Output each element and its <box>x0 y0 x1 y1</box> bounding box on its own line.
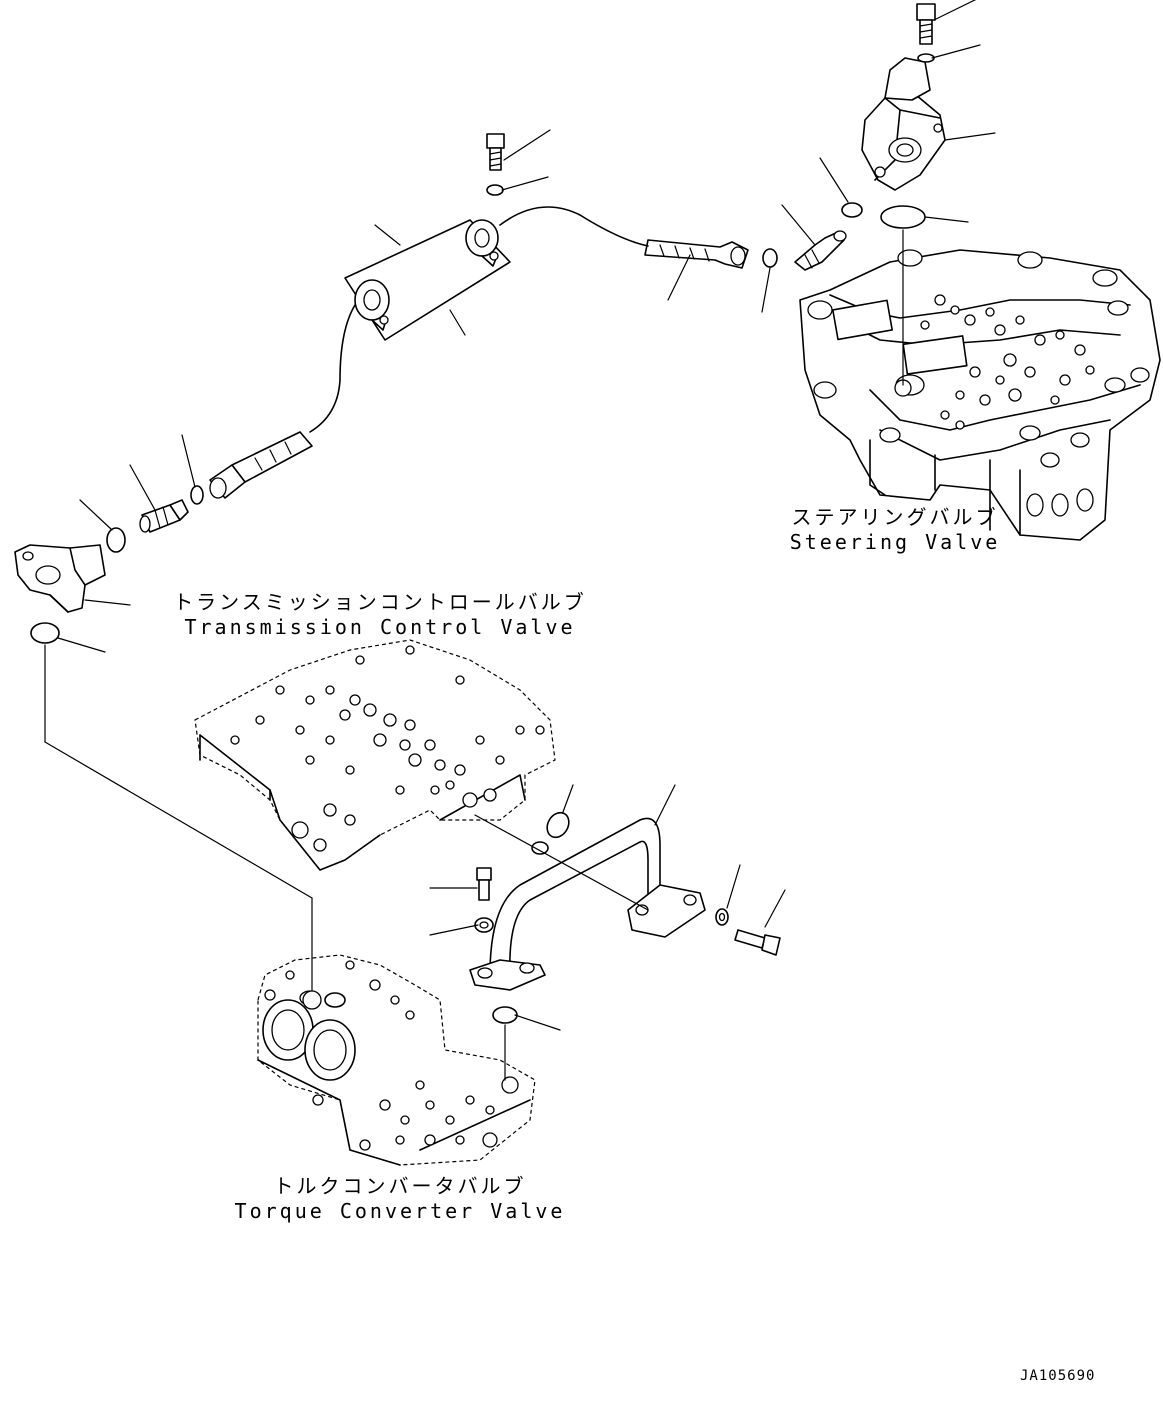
hose-line-lower <box>309 304 356 433</box>
steering-elbow-fitting <box>794 230 847 271</box>
torque-converter-label-jp: トルクコンバータバルブ <box>273 1174 527 1198</box>
steering-oring-large <box>880 205 926 229</box>
clamp-bolt <box>486 133 505 171</box>
torque-converter-valve-body <box>257 954 536 1166</box>
leader-lines <box>57 0 996 1031</box>
pipe-bolt-left <box>476 867 492 901</box>
left-bracket-oring <box>30 622 60 644</box>
steering-valve-label-jp: ステアリングバルブ <box>791 505 999 529</box>
left-bracket <box>14 544 106 613</box>
left-fitting <box>139 499 189 533</box>
pipe-oring-lower <box>492 1006 518 1024</box>
clamp-washer <box>486 184 504 196</box>
hose-oring-left <box>190 485 204 505</box>
pipe-flange-lower <box>469 959 546 991</box>
hose-cover <box>344 219 511 341</box>
connection-lines <box>44 644 649 1081</box>
hose-line-upper <box>499 206 649 247</box>
transmission-valve-body <box>194 639 556 871</box>
drawing-code: JA105690 <box>1020 1368 1096 1384</box>
pipe-flange-upper <box>627 884 706 938</box>
pipe-orings-upper <box>531 811 570 855</box>
torque-converter-label-en: Torque Converter Valve <box>234 1199 566 1223</box>
steering-valve-body <box>799 229 1161 541</box>
steering-bolt <box>916 3 936 45</box>
steering-bracket <box>861 57 946 191</box>
hose-end-right <box>644 239 749 269</box>
transmission-valve-label-en: Transmission Control Valve <box>184 615 576 639</box>
left-oring <box>106 527 126 553</box>
steering-oring-small <box>841 202 863 218</box>
hose-oring-right <box>762 248 778 268</box>
oil-pipe <box>489 817 661 976</box>
transmission-valve-label-jp: トランスミッションコントロールバルブ <box>173 590 587 614</box>
steering-valve-label-en: Steering Valve <box>789 530 1001 554</box>
hose-end-left <box>209 431 313 499</box>
pipe-bolt-right <box>734 929 781 956</box>
